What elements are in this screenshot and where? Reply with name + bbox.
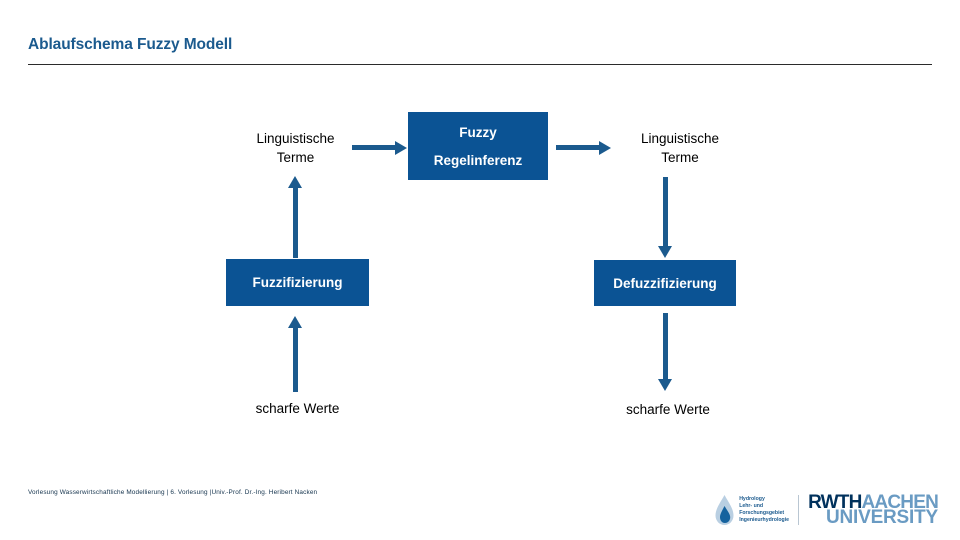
arrow-head	[658, 379, 672, 391]
rwth-aachen-word: AACHEN	[861, 492, 939, 513]
rwth-wordmark: RWTH	[808, 492, 862, 513]
footer-course-info: Vorlesung Wasserwirtschaftliche Modellie…	[28, 489, 318, 496]
fuzzy-regelinferenz-box[interactable]: Fuzzy Regelinferenz	[408, 112, 548, 180]
arrow-shaft	[292, 187, 298, 258]
hydrology-logo-text: Hydrology Lehr- und Forschungsgebiet Ing…	[739, 496, 789, 524]
logo-divider	[798, 495, 800, 525]
arrow-right-terme-to-defuzzifizierung	[654, 177, 676, 258]
hydrology-line-4: Ingenieurhydrologie	[739, 517, 790, 523]
rwth-logo-line-1: RWTHAACHEN	[808, 492, 939, 513]
arrow-shaft	[556, 145, 600, 150]
regelinferenz-line1: Fuzzy	[459, 124, 497, 140]
arrow-left-terme-to-inference	[352, 140, 407, 155]
water-drop-icon	[714, 494, 735, 526]
arrow-left-scharfe-werte-to-fuzzifizierung	[284, 316, 306, 392]
arrow-head	[288, 176, 302, 188]
footer-logo-strip: Hydrology Lehr- und Forschungsgebiet Ing…	[714, 489, 939, 531]
arrow-head	[658, 246, 672, 258]
right-linguistische-terme-label: Linguistische Terme	[590, 129, 770, 167]
hydrology-line-3: Forschungsgebiet	[739, 510, 785, 516]
rwth-aachen-logo: RWTHAACHEN UNIVERSITY	[808, 492, 939, 528]
left-linguistische-terme-label: Linguistische Terme	[208, 129, 383, 167]
hydrology-logo: Hydrology Lehr- und Forschungsgebiet Ing…	[714, 494, 789, 526]
rwth-university-word: UNIVERSITY	[825, 507, 938, 528]
hydrology-line-1: Hydrology	[739, 496, 765, 502]
arrow-shaft	[662, 177, 668, 247]
title-divider	[28, 64, 932, 65]
hydrology-line-2: Lehr- und	[739, 503, 764, 509]
fuzzifizierung-box[interactable]: Fuzzifizierung	[226, 259, 369, 306]
regelinferenz-line2: Regelinferenz	[433, 152, 523, 168]
arrow-head	[599, 140, 611, 155]
arrow-head	[395, 140, 407, 155]
defuzzifizierung-box[interactable]: Defuzzifizierung	[594, 260, 736, 306]
page-title: Ablaufschema Fuzzy Modell	[28, 36, 233, 53]
arrow-fuzzifizierung-to-left-terme	[284, 176, 306, 258]
arrow-shaft	[662, 313, 668, 380]
arrow-defuzzifizierung-to-right-scharfe-werte	[654, 313, 676, 391]
right-terme-line1: Linguistische	[640, 131, 720, 146]
left-terme-line1: Linguistische	[256, 131, 335, 146]
arrow-inference-to-right-terme	[556, 140, 611, 155]
right-terme-line2: Terme	[661, 150, 699, 165]
left-terme-line2: Terme	[276, 150, 315, 165]
right-scharfe-werte-label: scharfe Werte	[626, 402, 710, 417]
arrow-head	[288, 316, 302, 328]
arrow-shaft	[292, 327, 298, 392]
arrow-shaft	[352, 145, 396, 150]
left-scharfe-werte-label: scharfe Werte	[255, 401, 340, 416]
